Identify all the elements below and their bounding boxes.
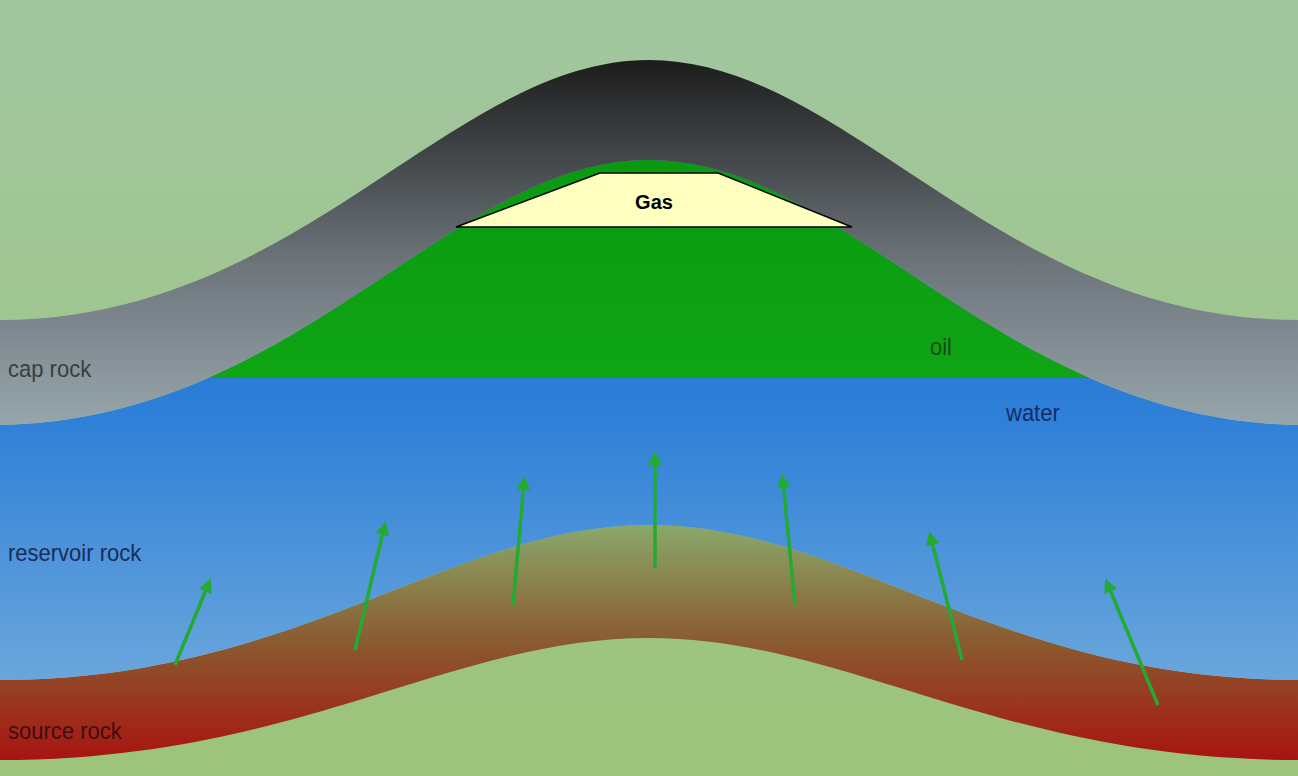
fluid-name: oil	[930, 333, 952, 361]
layer-name: reservoir rock	[8, 539, 141, 567]
layer-name: cap rock	[8, 355, 91, 383]
migration-arrows	[175, 458, 1158, 705]
gas-cap-zone: Gas	[455, 172, 853, 228]
cap-rock-layer	[0, 60, 1298, 425]
zone-label: Gas	[455, 191, 853, 214]
layer-name: source rock	[8, 717, 122, 745]
fluid-name: water	[1006, 399, 1060, 427]
text-holder: Gas	[455, 191, 853, 214]
